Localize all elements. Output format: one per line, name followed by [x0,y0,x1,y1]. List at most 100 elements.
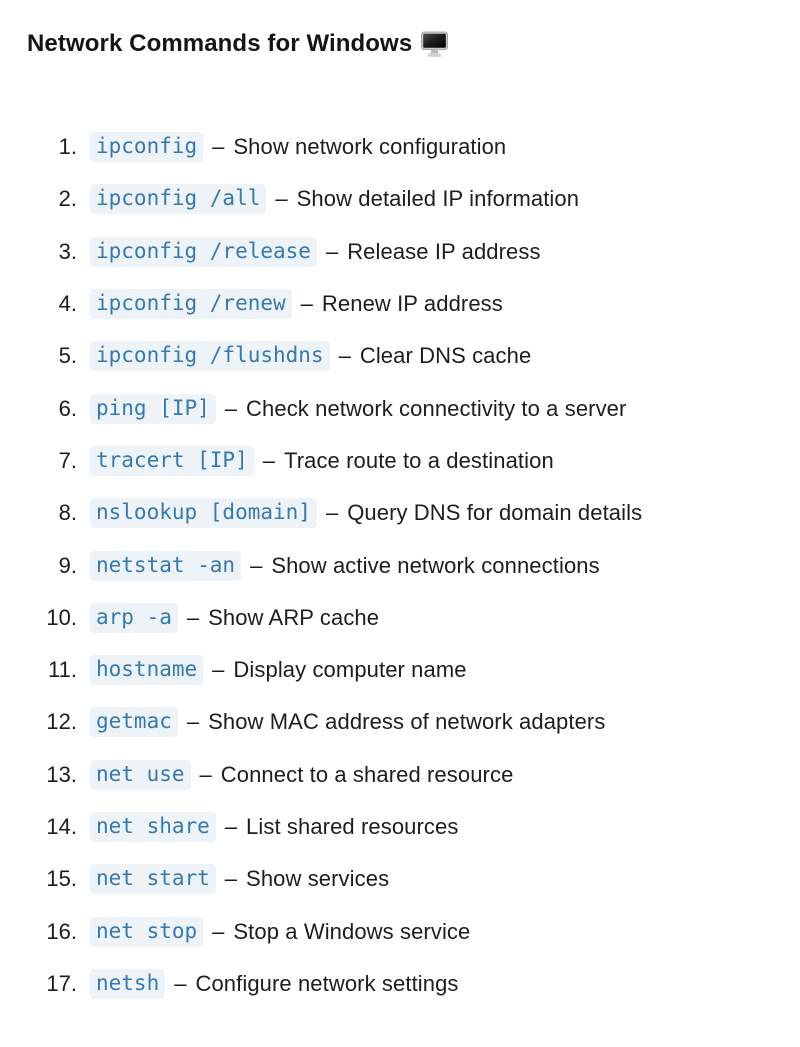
list-item: 5. ipconfig /flushdns–Clear DNS cache [27,330,773,382]
list-item: 6. ping [IP]–Check network connectivity t… [27,382,773,434]
item-number: 14. [46,814,77,839]
separator-dash: – [338,343,351,369]
separator-dash: – [325,238,339,264]
list-item: 13.net use–Connect to a shared resource [27,749,773,801]
command-description: Query DNS for domain details [347,500,643,526]
list-item: 17. netsh–Configure network settings [27,958,773,1010]
list-item: 8. nslookup [domain]–Query DNS for domain… [27,487,773,539]
list-item: 14. net share–List shared resources [27,801,773,853]
command-code: ipconfig /all [90,184,267,215]
list-item: 12. getmac–Show MAC address of network ad… [27,696,773,748]
item-text: ipconfig /all–Show detailed IP informati… [90,184,579,215]
list-item: 2. ipconfig /all–Show detailed IP informa… [27,173,773,225]
command-code: getmac [90,707,178,738]
item-number: 7. [58,447,77,473]
separator-dash: – [224,395,238,421]
command-description: Configure network settings [195,970,459,996]
separator-dash: – [325,500,339,526]
list-item: 1. ipconfig–Show network configuration [27,121,773,173]
command-code: net use [90,759,191,790]
item-number: 5. [58,343,77,369]
separator-dash: – [212,918,225,944]
list-item: 7. tracert [IP]–Trace route to a destinat… [27,435,773,487]
command-description: Check network connectivity to a server [246,395,627,421]
command-description: Show ARP cache [208,604,380,630]
item-number: 17. [46,970,77,996]
item-text: tracert [IP]–Trace route to a destinatio… [90,445,554,476]
item-number: 3. [58,238,77,264]
command-code: hostname [90,655,204,686]
list-item: 11. hostname–Display computer name [27,644,773,696]
command-code: ipconfig [90,132,204,163]
item-text: ipconfig–Show network configuration [90,132,507,163]
list-item: 4. ipconfig /renew–Renew IP address [27,278,773,330]
item-text: netsh–Configure network settings [90,968,459,999]
item-number: 8. [58,500,77,526]
separator-dash: – [212,657,225,683]
command-description: Release IP address [347,238,541,264]
item-text: ipconfig /release–Release IP address [90,236,541,267]
item-text: netstat -an–Show active network connecti… [90,550,600,581]
separator-dash: – [300,291,313,317]
command-code: ipconfig /release [90,236,317,267]
item-text: net start–Show services [90,864,390,895]
item-text: arp -a–Show ARP cache [90,602,380,633]
item-text: net stop–Stop a Windows service [90,916,471,947]
item-text: hostname–Display computer name [90,655,467,686]
separator-dash: – [250,552,263,578]
command-code: ipconfig /renew [90,289,292,320]
item-number: 6. [58,395,77,421]
title-row: Network Commands for Windows [27,30,773,58]
list-item: 9. netstat -an–Show active network connec… [27,539,773,591]
command-code: net share [90,812,216,842]
item-number: 2. [58,186,77,212]
command-description: List shared resources [246,814,459,839]
separator-dash: – [262,447,275,473]
list-item: 3. ipconfig /release–Release IP address [27,226,773,278]
command-description: Show active network connections [271,552,600,578]
command-description: Show network configuration [233,134,507,160]
item-number: 12. [46,709,77,735]
item-number: 4. [58,291,77,317]
separator-dash: – [199,761,212,787]
command-code: arp -a [90,602,178,633]
separator-dash: – [224,814,238,839]
command-code: nslookup [domain] [90,498,317,529]
item-number: 9. [58,552,77,578]
command-code: tracert [IP] [90,445,254,476]
command-description: Show MAC address of network adapters [208,709,606,735]
separator-dash: – [186,709,200,735]
command-description: Show services [246,866,390,892]
item-number: 1. [58,134,77,160]
command-code: ipconfig /flushdns [90,341,330,372]
separator-dash: – [224,866,238,892]
desktop-computer-emoji [421,31,449,57]
separator-dash: – [174,970,187,996]
list-item: 16. net stop–Stop a Windows service [27,905,773,957]
command-description: Trace route to a destination [283,447,554,473]
separator-dash: – [186,604,200,630]
command-code: net stop [90,916,204,947]
item-text: getmac–Show MAC address of network adapt… [90,707,606,738]
item-text: ping [IP]–Check network connectivity to … [90,393,627,424]
command-description: Renew IP address [321,291,503,317]
command-code: ping [IP] [90,393,216,424]
separator-dash: – [275,186,288,212]
item-text: net use–Connect to a shared resource [90,759,514,790]
command-description: Connect to a shared resource [220,761,514,787]
item-text: ipconfig /renew–Renew IP address [90,289,503,320]
item-number: 10. [46,604,77,630]
item-number: 11. [48,657,77,683]
command-description: Stop a Windows service [233,918,471,944]
list-item: 15.net start–Show services [27,853,773,905]
command-code: netsh [90,968,166,999]
item-number: 16. [46,918,77,944]
page-title: Network Commands for Windows [27,30,413,57]
separator-dash: – [212,134,225,160]
command-code: net start [90,864,216,895]
item-text: net share–List shared resources [90,812,458,842]
command-description: Clear DNS cache [359,343,532,369]
command-description: Display computer name [233,657,467,683]
